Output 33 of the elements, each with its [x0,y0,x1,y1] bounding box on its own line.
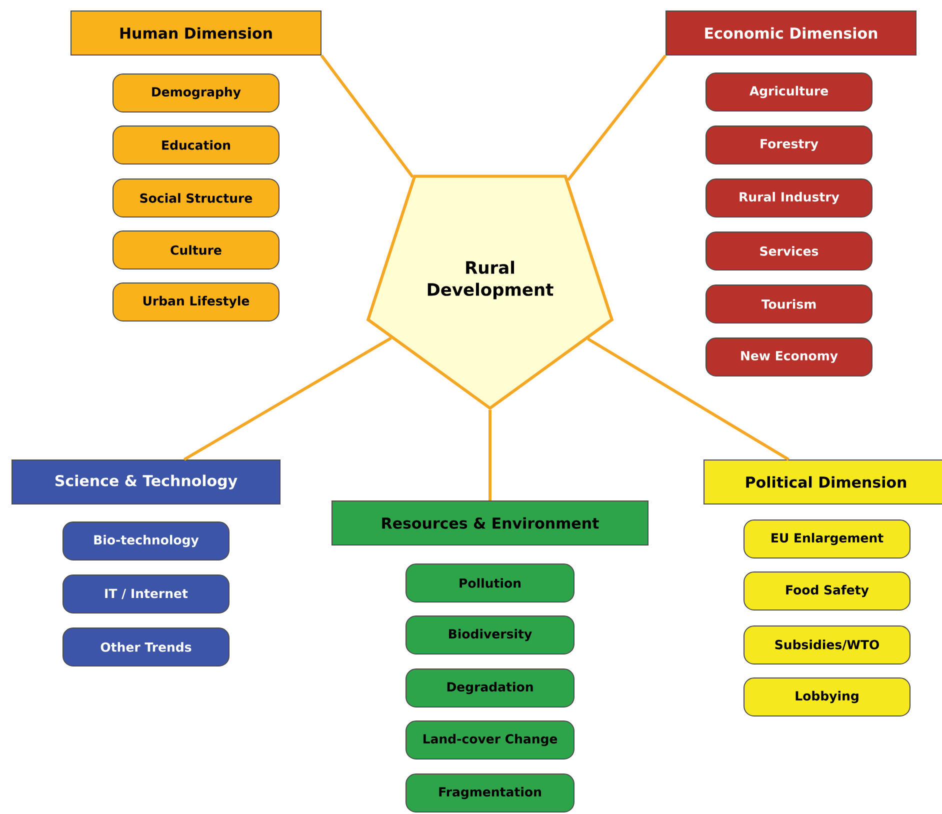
topic-pill: Biodiversity [406,616,574,654]
topic-pill: Education [112,126,280,164]
topic-pill: Services [706,232,872,270]
category-box: Resources & Environment [332,500,648,546]
category-box: Science & Technology [12,460,280,504]
connector-line [320,54,414,178]
topic-pill: Bio-technology [62,522,230,560]
topic-pill: Food Safety [744,572,911,610]
topic-pill: New Economy [706,338,872,376]
category-box: Political Dimension [704,460,942,504]
topic-pill: Social Structure [112,178,280,218]
connector-line [587,338,790,461]
topic-pill: Forestry [706,126,872,164]
topic-pill: Land-cover Change [406,720,574,760]
topic-pill: Degradation [406,668,574,708]
topic-pill: Fragmentation [406,774,574,812]
connector-line [488,410,492,500]
category-box: Economic Dimension [666,10,916,56]
topic-pill: IT / Internet [62,574,230,614]
topic-pill: Subsidies/WTO [744,626,911,664]
topic-pill: Agriculture [706,72,872,112]
topic-pill: Other Trends [62,628,230,666]
topic-pill: Tourism [706,284,872,324]
topic-pill: Pollution [406,564,574,602]
topic-pill: Urban Lifestyle [112,282,280,322]
category-box: Human Dimension [70,10,322,56]
connector-line [566,54,667,181]
topic-pill: Lobbying [744,678,911,716]
connector-line [184,336,392,461]
topic-pill: Culture [112,230,280,270]
topic-pill: Rural Industry [706,178,872,218]
topic-pill: Demography [112,74,280,112]
topic-pill: EU Enlargement [744,520,911,558]
